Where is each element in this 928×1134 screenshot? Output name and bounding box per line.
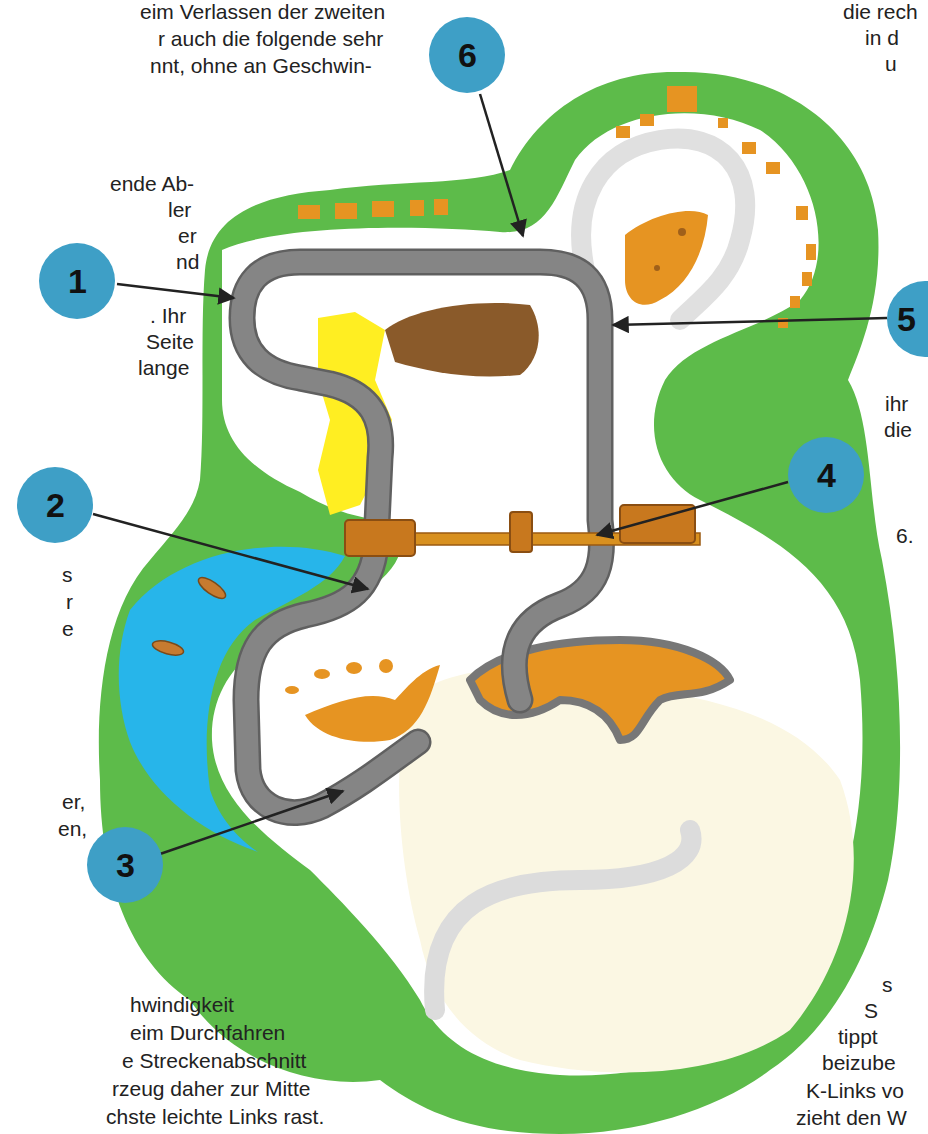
text-fragment: eim Verlassen der zweiten <box>140 0 385 24</box>
callout-number: 2 <box>46 486 65 524</box>
text-fragment: die <box>884 418 912 442</box>
text-fragment: tippt <box>838 1025 878 1049</box>
callout-number: 6 <box>458 36 477 74</box>
text-fragment: en, <box>58 817 87 841</box>
text-fragment: nnt, ohne an Geschwin- <box>150 54 372 78</box>
callout-circle: 5 <box>887 281 928 357</box>
text-fragment: beizube <box>822 1051 896 1075</box>
text-fragment: . Ihr <box>150 304 186 328</box>
text-fragment: 6. <box>896 524 914 548</box>
text-fragment: rzeug daher zur Mitte <box>112 1077 310 1101</box>
text-fragment: r auch die folgende sehr <box>158 27 383 51</box>
callout-circle: 2 <box>17 467 93 543</box>
text-fragment: lange <box>138 356 189 380</box>
callout-circle: 3 <box>87 827 163 903</box>
text-fragment: die rech <box>843 0 918 24</box>
text-fragment: e Streckenabschnitt <box>122 1049 306 1073</box>
text-fragment: eim Durchfahren <box>130 1021 285 1045</box>
callout-number: 3 <box>116 846 135 884</box>
text-fragment: e <box>62 617 74 641</box>
callout-circle: 4 <box>788 437 864 513</box>
leader-arrow <box>93 94 887 854</box>
text-fragment: er <box>178 224 197 248</box>
text-fragment: Seite <box>146 330 194 354</box>
text-fragment: in d <box>865 26 899 50</box>
text-fragment: ihr <box>885 392 908 416</box>
bridge <box>345 505 700 556</box>
pale-path <box>434 830 691 1010</box>
text-fragment: S <box>864 999 878 1023</box>
rock <box>385 303 539 377</box>
grass-area <box>99 72 900 1134</box>
callout-number: 4 <box>817 456 836 494</box>
text-fragment: ende Ab- <box>110 172 194 196</box>
boat <box>195 574 228 602</box>
text-fragment: u <box>885 52 897 76</box>
callout-circle: 1 <box>39 243 115 319</box>
callout-circle: 6 <box>429 17 505 93</box>
text-fragment: ler <box>168 198 191 222</box>
text-fragment: K-Links vo <box>806 1079 904 1103</box>
orange-area <box>625 211 708 305</box>
callout-number: 1 <box>68 262 87 300</box>
text-fragment: r <box>66 590 73 614</box>
boat <box>151 638 185 658</box>
text-fragment: s <box>62 563 73 587</box>
text-fragment: chste leichte Links rast. <box>106 1105 324 1129</box>
text-fragment: er, <box>62 790 85 814</box>
text-fragment: s <box>882 973 893 997</box>
text-fragment: zieht den W <box>796 1106 907 1130</box>
text-fragment: hwindigkeit <box>130 993 234 1017</box>
text-fragment: nd <box>176 250 199 274</box>
inner-ground <box>212 113 863 1075</box>
callout-number: 5 <box>897 300 916 338</box>
